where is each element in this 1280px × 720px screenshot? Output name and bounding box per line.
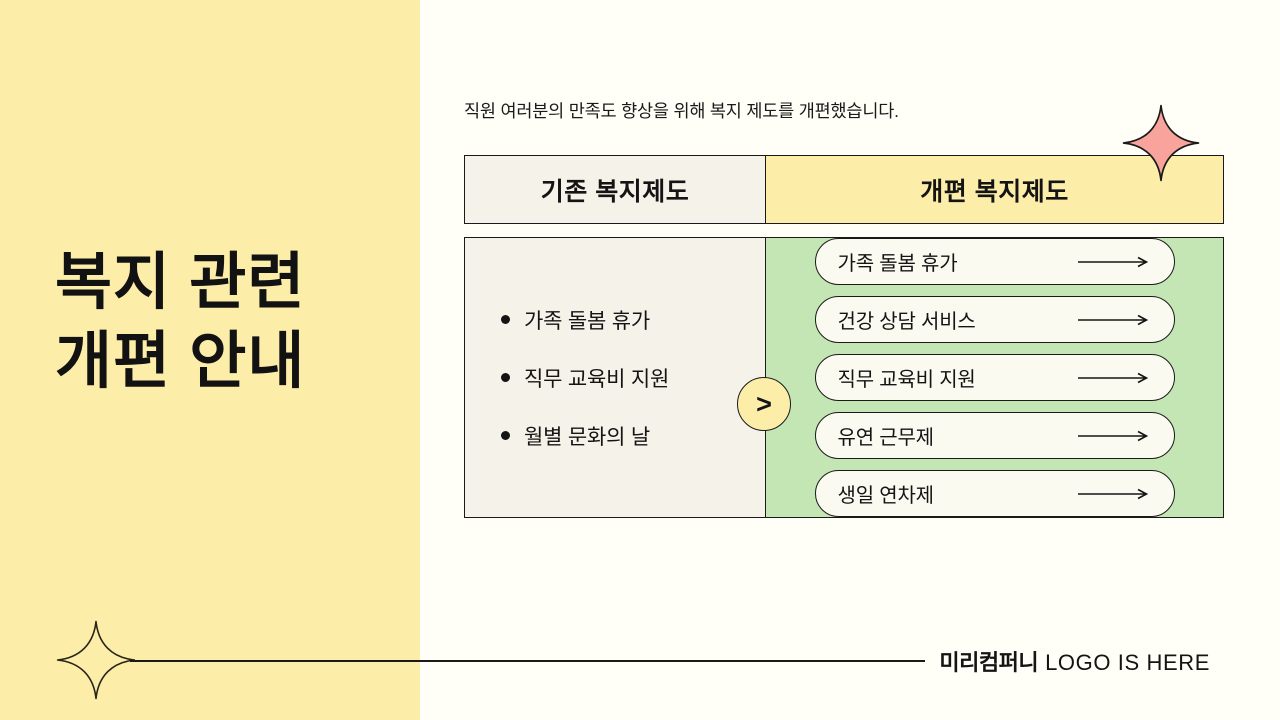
footer-divider	[130, 660, 925, 662]
four-point-star-icon	[1122, 104, 1200, 182]
benefit-pill-label: 생일 연차제	[837, 485, 935, 507]
bullet-dot-icon	[501, 431, 510, 440]
chevron-right-icon: >	[737, 377, 791, 431]
long-right-arrow-icon	[1076, 314, 1152, 326]
benefit-pill-label: 건강 상담 서비스	[837, 311, 976, 333]
benefit-pill[interactable]: 생일 연차제	[814, 470, 1175, 517]
benefit-pill-label: 유연 근무제	[837, 427, 935, 449]
table-body-row: 가족 돌봄 휴가 직무 교육비 지원 월별 문화의 날 가족 돌봄 휴가	[464, 237, 1224, 518]
subtitle-text: 직원 여러분의 만족도 향상을 위해 복지 제도를 개편했습니다.	[464, 101, 899, 121]
benefit-pill[interactable]: 가족 돌봄 휴가	[814, 238, 1175, 285]
column-header-new: 개편 복지제도	[766, 156, 1223, 223]
new-benefits-column: 가족 돌봄 휴가 건강 상담 서비스 직무 교육비 지원	[766, 238, 1223, 517]
benefit-pill[interactable]: 직무 교육비 지원	[814, 354, 1175, 401]
benefit-pill-label: 직무 교육비 지원	[837, 369, 976, 391]
list-item-label: 직무 교육비 지원	[524, 367, 670, 391]
bullet-dot-icon	[501, 373, 510, 382]
benefit-pill[interactable]: 유연 근무제	[814, 412, 1175, 459]
list-item: 월별 문화의 날	[501, 421, 765, 451]
long-right-arrow-icon	[1076, 430, 1152, 442]
list-item: 가족 돌봄 휴가	[501, 305, 765, 335]
footer-logo-en: LOGO IS HERE	[1045, 650, 1210, 675]
left-color-panel	[0, 0, 420, 720]
table-header-row: 기존 복지제도 개편 복지제도	[464, 155, 1224, 224]
bullet-dot-icon	[501, 315, 510, 324]
page-title: 복지 관련 개편 안내	[55, 248, 306, 397]
list-item-label: 가족 돌봄 휴가	[524, 309, 650, 333]
benefit-pill-label: 가족 돌봄 휴가	[837, 253, 958, 275]
list-item: 직무 교육비 지원	[501, 363, 765, 393]
long-right-arrow-icon	[1076, 488, 1152, 500]
four-point-star-outline-icon	[56, 620, 136, 700]
long-right-arrow-icon	[1076, 256, 1152, 268]
footer-logo-ko: 미리컴퍼니	[939, 650, 1039, 675]
comparison-table: 기존 복지제도 개편 복지제도 가족 돌봄 휴가 직무 교육비 지원 월별 문화…	[464, 155, 1224, 518]
old-benefits-column: 가족 돌봄 휴가 직무 교육비 지원 월별 문화의 날	[465, 238, 766, 517]
benefit-pill[interactable]: 건강 상담 서비스	[814, 296, 1175, 343]
footer-logo: 미리컴퍼니 LOGO IS HERE	[939, 645, 1210, 677]
list-item-label: 월별 문화의 날	[524, 425, 650, 449]
long-right-arrow-icon	[1076, 372, 1152, 384]
column-header-old: 기존 복지제도	[465, 156, 766, 223]
